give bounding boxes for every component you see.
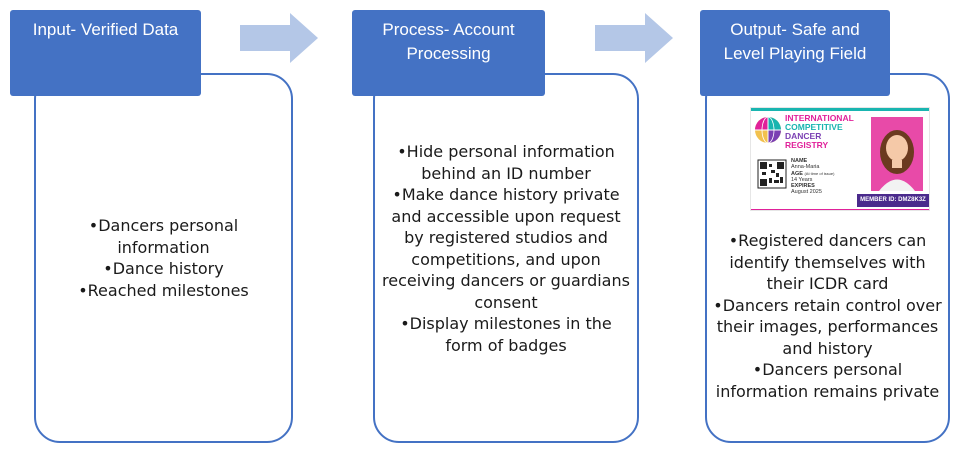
expires-value: August 2025 [791, 189, 822, 196]
header-line: Processing [406, 44, 491, 63]
right-arrow-icon [240, 13, 318, 63]
step-output-header: Output- Safe and Level Playing Field [700, 10, 890, 96]
registry-name: INTERNATIONAL COMPETITIVE DANCER REGISTR… [785, 114, 854, 150]
right-arrow-icon [595, 13, 673, 63]
step-input-header: Input- Verified Data [10, 10, 201, 96]
registry-name-line: REGISTRY [785, 140, 829, 150]
registry-name-line: COMPETITIVE [785, 122, 843, 132]
bullet-item: •Dance history [103, 259, 224, 278]
qr-code-icon [757, 159, 787, 189]
bullet-item: •Dancers retain control over their image… [713, 295, 942, 358]
bullet-item: •Make dance history private and accessib… [382, 185, 630, 312]
registry-name-line: DANCER [785, 131, 822, 141]
bullet-item: •Display milestones in the form of badge… [400, 314, 612, 355]
bullet-item: •Reached milestones [78, 280, 249, 300]
member-id: MEMBER ID: DMZ8K3Z [860, 197, 926, 203]
bullet-list: •Dancers personal information •Dance his… [54, 215, 274, 301]
bullet-item: •Dancers personal information [88, 216, 239, 257]
age-row: AGE (At time of issue) [791, 171, 834, 177]
bullet-list: •Hide personal information behind an ID … [381, 141, 631, 356]
age-note: (At time of issue) [804, 170, 835, 176]
icdr-id-card: INTERNATIONAL COMPETITIVE DANCER REGISTR… [750, 107, 930, 211]
registry-logo-icon [755, 116, 781, 144]
expires-label: EXPIRES [791, 183, 815, 190]
registry-name-line: INTERNATIONAL [785, 113, 854, 123]
bullet-list: •Registered dancers can identify themsel… [712, 230, 944, 402]
header-line: Level Playing Field [723, 44, 867, 63]
bullet-item: •Registered dancers can identify themsel… [728, 231, 927, 293]
step-input-box: •Dancers personal information •Dance his… [34, 73, 293, 443]
step-process-header: Process- Account Processing [352, 10, 545, 96]
name-value: Anna-Maria [791, 164, 820, 171]
dancer-photo [871, 117, 923, 191]
bullet-item: •Dancers personal information remains pr… [715, 360, 940, 401]
step-process-box: •Hide personal information behind an ID … [373, 73, 639, 443]
name-label: NAME [791, 158, 808, 164]
header-line: Output- Safe and [730, 20, 860, 39]
age-label: AGE [791, 170, 803, 177]
bullet-item: •Hide personal information behind an ID … [397, 142, 615, 183]
card-details: NAME Anna-Maria AGE (At time of issue) 1… [791, 158, 834, 196]
age-value: 14 Years [791, 176, 813, 183]
header-line: Input- Verified Data [32, 20, 179, 39]
header-line: Process- Account [382, 20, 515, 39]
